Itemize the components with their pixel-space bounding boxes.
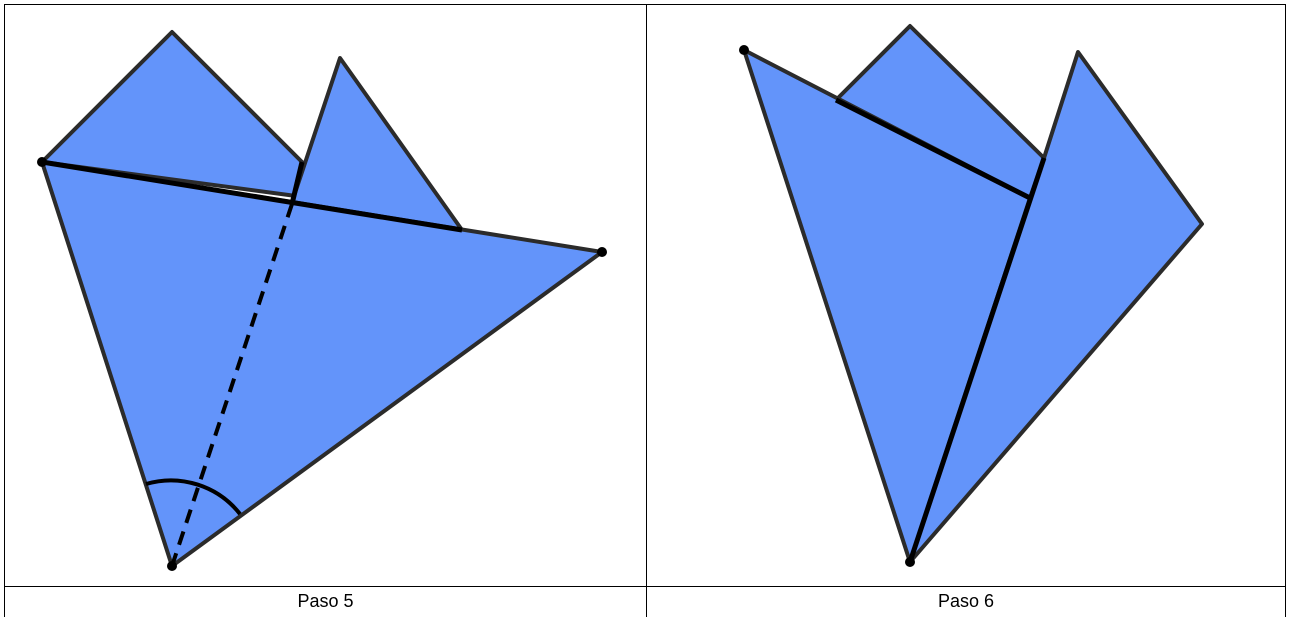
step6-vertex-top-left: [739, 45, 749, 55]
table-border-middle: [646, 4, 647, 617]
table-border-right: [1285, 4, 1286, 617]
step5-dashed-bisector: [170, 203, 294, 567]
step6-center-fold-line: [907, 157, 1047, 563]
step6-diagram: [739, 24, 1204, 567]
step5-vertex-left: [37, 157, 47, 167]
step5-flap-edge: [289, 161, 305, 205]
step5-caption: Paso 5: [297, 591, 354, 611]
step6-cell: [647, 5, 1285, 586]
table-border-row: [4, 586, 1286, 587]
step5-vertex-right: [597, 247, 607, 257]
step5-kite-body: [40, 160, 604, 568]
step6-vertex-bottom: [905, 557, 915, 567]
step6-caption: Paso 6: [937, 591, 995, 611]
step5-fold-line: [41, 159, 463, 233]
table-border-top: [4, 4, 1286, 5]
table-border-left: [4, 4, 5, 617]
step6-upper-fold-line: [834, 97, 1032, 201]
step5-vertex-bottom: [167, 561, 177, 571]
step5-cell: [5, 5, 646, 586]
step5-diagram: [37, 30, 607, 571]
step5-angle-arc: [145, 478, 242, 516]
